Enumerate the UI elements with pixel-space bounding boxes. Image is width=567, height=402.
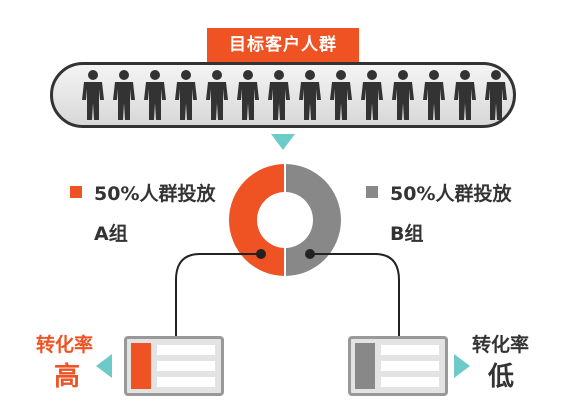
legend-b-name: B组: [390, 223, 424, 245]
result-a-card: [124, 336, 224, 396]
person-icon: [423, 70, 445, 120]
card-line: [381, 361, 439, 371]
person-icon: [206, 70, 228, 120]
result-a-label: 转化率: [36, 334, 94, 356]
donut-slice-a: [229, 164, 285, 276]
legend-a-name: A组: [94, 223, 128, 245]
person-icon: [299, 70, 321, 120]
card-line: [157, 361, 215, 371]
split-donut: [229, 164, 341, 276]
person-icon: [82, 70, 104, 120]
result-b-card: [348, 336, 448, 396]
person-icon: [330, 70, 352, 120]
legend-a-percent: 50%人群投放: [94, 183, 216, 205]
legend-a-swatch: [70, 186, 82, 198]
person-icon: [485, 70, 507, 120]
legend-b-percent: 50%人群投放: [390, 183, 512, 205]
left-arrow-icon: [96, 354, 112, 378]
connector-a: [175, 253, 261, 336]
person-icon: [113, 70, 135, 120]
connector-dot-a: [256, 249, 266, 259]
connector-b: [310, 253, 400, 336]
person-icon: [392, 70, 414, 120]
card-line: [381, 345, 439, 355]
person-icon: [268, 70, 290, 120]
person-icon: [454, 70, 476, 120]
crowd-figures: [82, 70, 507, 120]
result-a-card-block: [131, 343, 151, 389]
result-b-value: 低: [488, 362, 515, 392]
card-line: [157, 377, 215, 387]
result-a-value: 高: [54, 362, 81, 392]
legend-b-swatch: [366, 186, 378, 198]
card-line: [381, 377, 439, 387]
card-line: [157, 345, 215, 355]
person-icon: [237, 70, 259, 120]
connector-dot-b: [305, 249, 315, 259]
person-icon: [144, 70, 166, 120]
result-b-label: 转化率: [472, 334, 530, 356]
donut-slice-b: [285, 164, 341, 276]
target-crowd-bar: [50, 62, 516, 128]
right-arrow-icon: [454, 354, 470, 378]
down-arrow-icon: [271, 134, 295, 150]
page-title: 目标客户人群: [207, 28, 359, 62]
person-icon: [175, 70, 197, 120]
person-icon: [361, 70, 383, 120]
result-b-card-block: [355, 343, 375, 389]
